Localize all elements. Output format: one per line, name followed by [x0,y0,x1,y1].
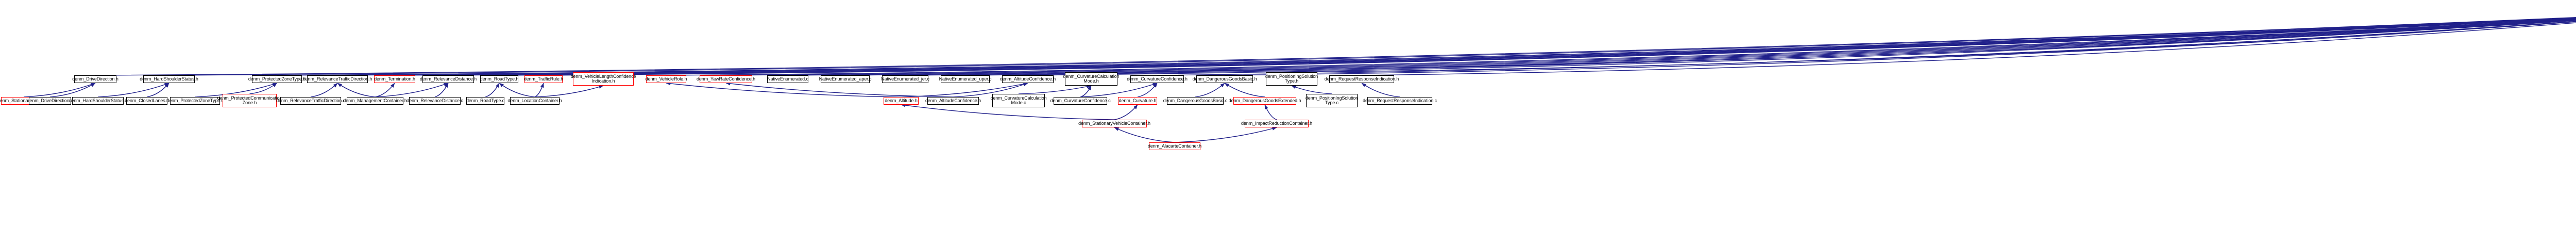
graph-edge [499,83,535,98]
graph-node[interactable]: denm_LocationContainer.h [507,97,562,105]
graph-edge [1174,126,1277,143]
graph-node[interactable]: denm_StationaryVehicleContainer.h [1078,120,1150,127]
graph-node[interactable]: denm_DangerousGoodsExtended.h [1229,97,1301,105]
graph-node[interactable]: denm_ProtectedZoneType.c [166,97,224,105]
graph-node[interactable]: denm_RequestResponseIndication.h [1325,75,1399,83]
graph-edge [543,18,2576,76]
graph-node[interactable]: denm_Altitude.h [884,97,919,105]
graph-edge [1114,127,1175,143]
graph-node[interactable]: NativeEnumerated_jer.c [881,75,929,83]
graph-node[interactable]: denm_CurvatureConfidence.c [1050,97,1111,105]
graph-node[interactable]: denm_PositionIngSolution Type.h [1265,72,1318,86]
graph-node[interactable]: NativeEnumerated_uper.c [939,75,991,83]
graph-node[interactable]: denm_ImpactReductionContainer.h [1241,120,1312,127]
graph-node[interactable]: denm_RelevanceTrafficDirection.c [276,97,345,105]
graph-edge [1027,20,2576,76]
graph-edge [845,19,2576,76]
graph-edge [725,19,2576,76]
graph-edge [787,19,2576,76]
graph-edge [1224,21,2576,76]
graph-node[interactable]: denm_ClosedLanes.h [125,97,169,105]
graph-node[interactable]: denm_CurvatureCalculation Mode.c [990,94,1047,107]
graph-edge [95,17,2576,76]
graph-node[interactable]: denm_VehicleLengthConfidence Indication.… [571,72,636,86]
graph-node[interactable]: denm_ProtectedZoneType.h [248,75,306,83]
graph-edge [1291,21,2576,73]
graph-edge [499,18,2576,76]
graph-node[interactable]: denm_ManagementContainer.h [343,97,407,105]
graph-edge [448,18,2576,76]
graph-node[interactable]: denm_AltitudeConfidence.h [925,97,981,105]
graph-node[interactable]: denm_YawRateConfidence.h [697,75,755,83]
graph-edge [310,83,338,98]
graph-node[interactable]: denm_DangerousGoodsBasic.c [1163,97,1227,105]
graph-edge [146,83,170,98]
graph-node[interactable]: denm_PositionIngSolution Type.c [1306,94,1358,107]
graph-node[interactable]: denm_VehicleRole.h [646,75,687,83]
graph-node[interactable]: denm_ProtectedCommunication Zone.h [217,94,282,107]
graph-edge [1080,85,1092,98]
graph-edge [375,83,395,98]
graph-edge [603,18,2576,73]
graph-edge [534,83,544,98]
graph-edge [485,83,500,98]
graph-node[interactable]: denm_DriveDirection.h [72,75,118,83]
graph-node[interactable]: denm_RelevanceDistance.h [420,75,477,83]
graph-node[interactable]: denm_RelevanceTrafficDirection.h [303,75,372,83]
graph-edge [337,83,376,98]
graph-node[interactable]: denm_RoadType.h [480,75,518,83]
graph-edge [1264,104,1277,120]
graph-edge [1224,83,1265,98]
graph-node[interactable]: denm_Curvature.h [1118,97,1157,105]
graph-edge [534,85,604,98]
graph-edge [666,82,902,98]
graph-node[interactable]: denm_CurvatureCalculation Mode.h [1063,72,1120,86]
graph-node[interactable]: denm_RelevanceDistance.c [406,97,463,105]
graph-edge [49,83,96,98]
graph-node[interactable]: denm_Termination.h [374,75,415,83]
graph-edge [725,82,954,98]
graph-edge [965,20,2576,76]
graph-edge [277,17,2576,76]
graph-node[interactable]: denm_HardShoulderStatus.h [140,75,198,83]
graph-edge [1157,21,2576,76]
graph-edge [1137,83,1158,98]
graph-node[interactable]: NativeEnumerated.c [767,75,808,83]
graph-node[interactable]: denm_DriveDirection.c [27,97,73,105]
graph-edge [1361,83,1400,98]
graph-node[interactable]: denm_AlacarteContainer.h [1148,142,1201,150]
graph-edge [337,18,2576,76]
graph-edge [23,83,96,98]
graph-edge [905,20,2576,76]
graph-edge [249,83,277,94]
graph-node[interactable]: denm_RequestResponseIndication.c [1363,97,1437,105]
graph-edge [1114,104,1138,120]
graph-node[interactable]: denm_DangerousGoodsBasic.h [1193,75,1257,83]
graph-edge [375,83,449,98]
graph-edge [434,83,449,98]
graph-edge [1091,20,2576,73]
graph-edge [1018,85,1092,94]
graph-edge [1361,22,2576,76]
graph-node[interactable]: NativeEnumerated_aper.c [819,75,871,83]
graph-edge [1291,85,1332,94]
graph-node[interactable]: denm_HardShoulderStatus.c [69,97,127,105]
graph-node[interactable]: denm_TrafficRule.h [524,75,563,83]
graph-node[interactable]: denm_AltitudeConfidence.h [1000,75,1056,83]
graph-edge [168,17,2576,76]
graph-edge [1195,83,1225,98]
graph-edge [97,83,170,98]
graph-edge [666,19,2576,76]
graph-node[interactable]: denm_RoadType.c [466,97,504,105]
graph-node[interactable]: denm_CurvatureConfidence.h [1127,75,1188,83]
graph-edge [394,18,2576,76]
